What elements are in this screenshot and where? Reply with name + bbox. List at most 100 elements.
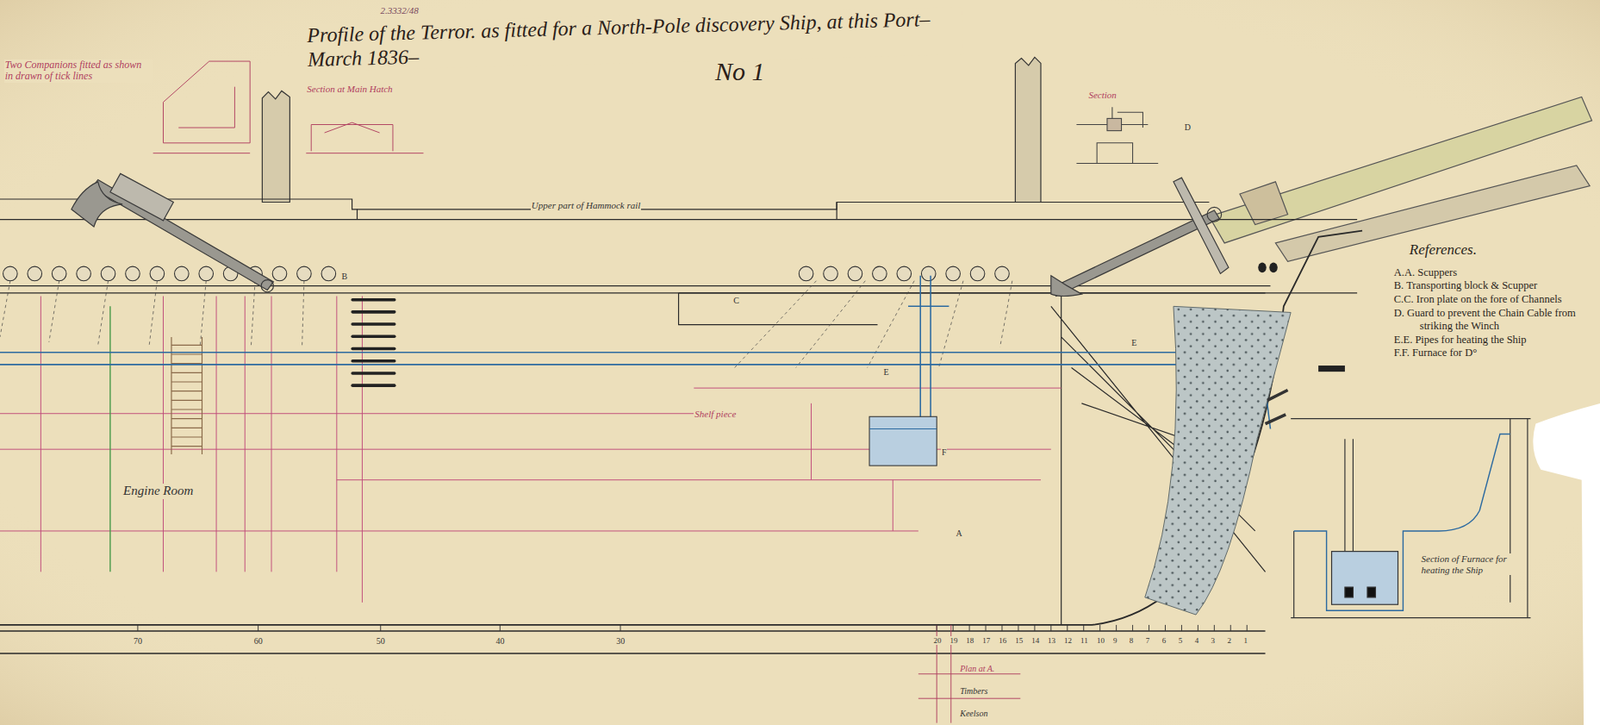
plan-at-a	[918, 624, 1021, 723]
key-entry: C.C. Iron plate on the fore of Channels	[1394, 292, 1591, 307]
furnace-section	[1332, 551, 1399, 605]
gun-port	[76, 266, 92, 281]
gun-port	[896, 266, 912, 281]
frame-number: 13	[1046, 635, 1057, 645]
gun-port	[100, 266, 116, 281]
bar	[350, 322, 396, 326]
reference-letter: A	[955, 528, 964, 539]
frame-number: 7	[1145, 635, 1152, 645]
bowsprit	[1275, 165, 1590, 262]
section-winch	[1076, 106, 1158, 163]
annotation: Timbers	[958, 685, 989, 697]
frame-number: 60	[253, 635, 264, 647]
anchors	[261, 280, 274, 293]
tick	[499, 624, 501, 631]
frame-number: 20	[932, 635, 942, 645]
heating-pipes	[908, 275, 949, 440]
annotation: Two Companions fitted as shown in drawn …	[4, 59, 153, 84]
hawse-holes	[1257, 261, 1266, 273]
bar	[350, 335, 396, 339]
bowsprit	[1239, 181, 1289, 225]
tick	[1148, 624, 1150, 631]
reference-letter: F	[940, 447, 948, 458]
frame-number: 9	[1112, 635, 1119, 645]
annotation: Plan at A.	[958, 663, 996, 674]
gun-ports	[3, 266, 1010, 281]
gun-port	[321, 266, 337, 281]
furnace-section	[1344, 586, 1353, 598]
frame-number: 1	[1242, 635, 1249, 645]
gun-port	[297, 266, 312, 281]
frame-number: 3	[1210, 635, 1217, 645]
hull-lines	[0, 230, 1363, 625]
anchors	[1173, 177, 1229, 274]
bar	[350, 359, 396, 363]
frame-number: 12	[1063, 635, 1073, 645]
heating-furnace	[869, 416, 937, 466]
hawse-holes	[1257, 261, 1345, 424]
bar	[350, 298, 396, 302]
bar	[350, 347, 396, 351]
tick	[985, 624, 987, 631]
masts	[261, 90, 290, 202]
hawse-holes	[1318, 365, 1345, 372]
tick	[1132, 624, 1134, 631]
scale-ticks	[137, 624, 1247, 631]
frame-number: 5	[1177, 635, 1184, 645]
gun-port	[995, 266, 1010, 281]
hull-lines	[0, 630, 1266, 654]
bar	[350, 383, 396, 387]
gun-port	[272, 266, 287, 281]
reference-letter: D	[1183, 122, 1192, 133]
frame-number: 2	[1226, 635, 1233, 645]
gun-port	[872, 266, 888, 281]
tick	[257, 624, 259, 631]
chain-plates	[0, 280, 305, 348]
plan-at-a	[918, 624, 1021, 723]
furnace-section	[1290, 418, 1531, 618]
gun-port	[174, 266, 190, 281]
tick	[620, 624, 622, 631]
tick	[1246, 624, 1248, 631]
key-entry: A.A. Scuppers	[1394, 266, 1591, 281]
sketch-companion	[153, 61, 251, 154]
scupper-bars	[350, 298, 396, 387]
tick	[1017, 624, 1019, 631]
ice-plating	[1145, 305, 1291, 615]
tick	[1181, 624, 1183, 631]
gun-port	[149, 266, 165, 281]
frame-number: 30	[615, 635, 626, 647]
tick	[379, 624, 381, 631]
key-heading: References.	[1409, 240, 1591, 259]
tick	[1197, 624, 1199, 631]
hawse-holes	[1265, 389, 1289, 424]
ladder	[171, 336, 203, 455]
hull-lines	[0, 218, 1358, 220]
key-entry: D. Guard to prevent the Chain Cable from…	[1394, 306, 1591, 334]
tick	[1214, 624, 1215, 631]
gun-port	[847, 266, 863, 281]
heating-pipes	[0, 352, 1271, 430]
tick	[1066, 624, 1068, 631]
tick	[1164, 624, 1166, 631]
heating-pipes	[0, 275, 1271, 440]
tick	[1115, 624, 1117, 631]
heating-furnace	[869, 416, 937, 466]
bar	[350, 371, 396, 375]
key-entry: E.E. Pipes for heating the Ship	[1394, 333, 1591, 348]
furnace-section	[1294, 433, 1511, 611]
tick	[1083, 624, 1084, 631]
tick	[1099, 624, 1101, 631]
frame-number: 70	[132, 635, 144, 647]
chain-plates	[734, 280, 1013, 368]
section-winch	[1107, 118, 1122, 131]
hull-lines	[0, 199, 1363, 654]
rung	[171, 417, 203, 419]
annotation: Section of Furnace for heating the Ship	[1420, 553, 1518, 575]
hull-lines	[0, 286, 1271, 293]
rung	[171, 380, 203, 382]
rung	[171, 445, 203, 447]
